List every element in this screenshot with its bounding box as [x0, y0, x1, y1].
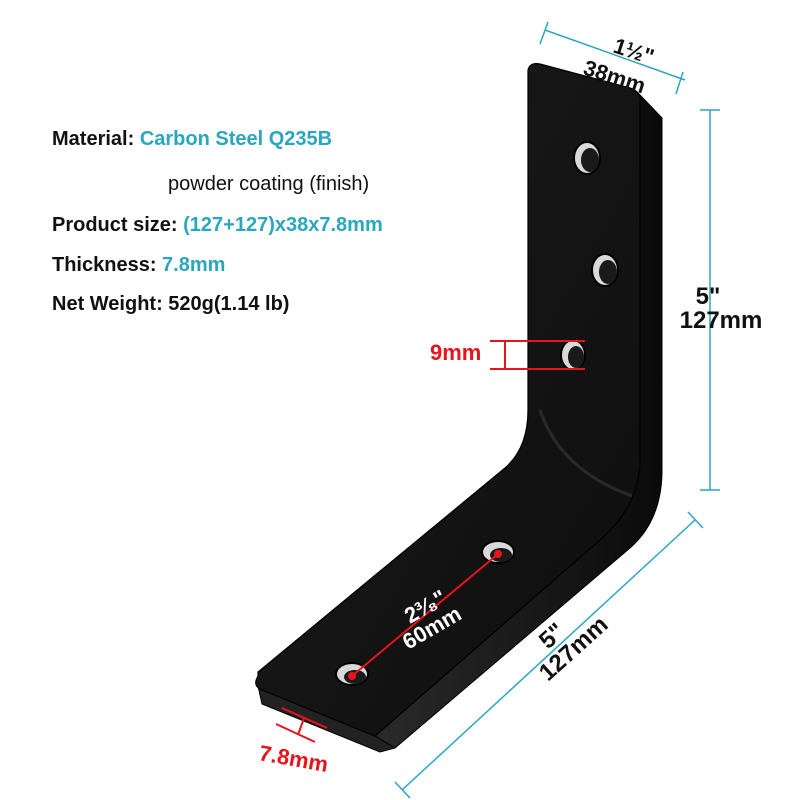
spec-finish: powder coating (finish)	[168, 173, 370, 195]
red-dimension-lines	[275, 340, 585, 743]
spec-material: Material: Carbon Steel Q235B	[52, 128, 332, 151]
spec-weight-label: Net Weight:	[52, 293, 163, 315]
spec-weight-value: 520g(1.14 lb)	[168, 293, 290, 315]
height-mm-label: 127mm	[680, 307, 763, 334]
bend-highlight	[538, 409, 633, 498]
spec-material-value: Carbon Steel Q235B	[139, 128, 333, 150]
spec-material-label: Material:	[52, 128, 135, 150]
height-inch-label: 5"	[696, 283, 721, 310]
bracket-face	[255, 63, 641, 737]
spec-thickness: Thickness: 7.8mm	[52, 254, 225, 277]
spec-size-value: (127+127)x38x7.8mm	[183, 214, 383, 236]
spec-weight: Net Weight: 520g(1.14 lb)	[52, 293, 289, 316]
hole-diameter-label: 9mm	[430, 340, 481, 365]
spec-thickness-label: Thickness:	[52, 254, 157, 276]
thickness-label: 7.8mm	[257, 740, 330, 777]
dimension-lines	[394, 21, 720, 799]
spec-size-label: Product size:	[52, 214, 178, 236]
spec-thickness-value: 7.8mm	[162, 254, 226, 276]
spec-size: Product size: (127+127)x38x7.8mm	[52, 214, 383, 237]
